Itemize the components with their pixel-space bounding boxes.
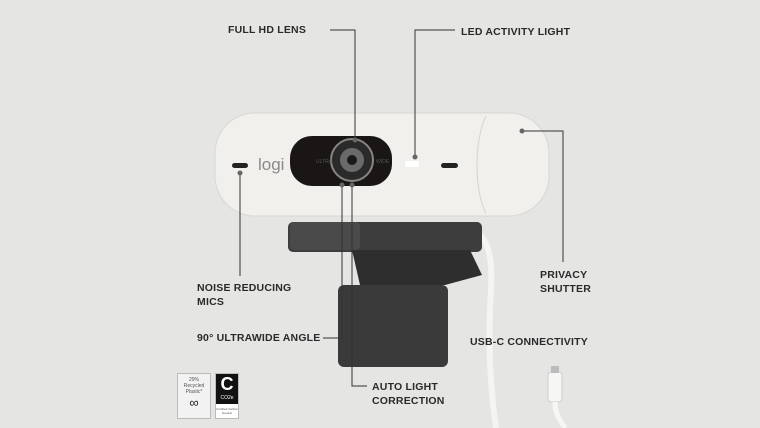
mic-left bbox=[232, 163, 248, 168]
carbon-caption: Certified Carbon Neutral bbox=[216, 407, 238, 415]
label-ultrawide-angle: 90° ULTRAWIDE ANGLE bbox=[197, 332, 321, 344]
stand-hinge-top bbox=[290, 222, 360, 250]
label-led-activity-light: LED ACTIVITY LIGHT bbox=[461, 26, 571, 38]
label-auto-light-correction: AUTO LIGHT CORRECTION bbox=[372, 380, 445, 408]
lens-ring-text-left: ULTRA bbox=[316, 159, 333, 165]
stand-arm bbox=[352, 250, 482, 285]
carbon-sub: CO2e bbox=[220, 395, 234, 401]
label-line: AUTO LIGHT bbox=[372, 381, 438, 393]
badge-line: Plastic* bbox=[185, 389, 203, 395]
usb-cable bbox=[468, 225, 499, 428]
badge-line: 29% bbox=[188, 377, 199, 383]
mic-right bbox=[441, 163, 458, 168]
recycled-plastic-badge: 29% Recycled Plastic* ∞ bbox=[177, 373, 211, 419]
recycle-loop-icon: ∞ bbox=[189, 395, 199, 410]
carbon-c-mark: C CO2e bbox=[216, 374, 238, 404]
usb-plug-tip bbox=[551, 366, 559, 373]
usb-c-plug bbox=[547, 371, 563, 403]
label-usb-c-connectivity: USB-C CONNECTIVITY bbox=[470, 336, 588, 348]
callout-lines bbox=[239, 29, 564, 387]
callout-dots bbox=[237, 128, 525, 188]
label-full-hd-lens: FULL HD LENS bbox=[228, 24, 307, 36]
label-privacy-shutter: PRIVACY SHUTTER bbox=[540, 268, 591, 296]
logi-logo: logi bbox=[258, 155, 284, 174]
label-line: SHUTTER bbox=[540, 283, 591, 295]
led-light bbox=[405, 161, 419, 167]
label-noise-reducing-mics: NOISE REDUCING MICS bbox=[197, 281, 291, 309]
stand-foot bbox=[338, 285, 448, 367]
lens-center bbox=[347, 155, 357, 165]
usb-plug-cable bbox=[552, 401, 568, 428]
label-line: MICS bbox=[197, 296, 225, 308]
label-line: CORRECTION bbox=[372, 395, 445, 407]
label-line: NOISE REDUCING bbox=[197, 282, 292, 294]
lens-ring-text-right: WIDE bbox=[376, 159, 390, 165]
badge-line: Recycled bbox=[183, 383, 205, 389]
carbon-letter: C bbox=[220, 374, 234, 394]
carbon-neutral-badge: C CO2e Certified Carbon Neutral bbox=[215, 373, 239, 419]
label-line: PRIVACY bbox=[540, 269, 588, 281]
end-cap-divider bbox=[476, 115, 487, 215]
